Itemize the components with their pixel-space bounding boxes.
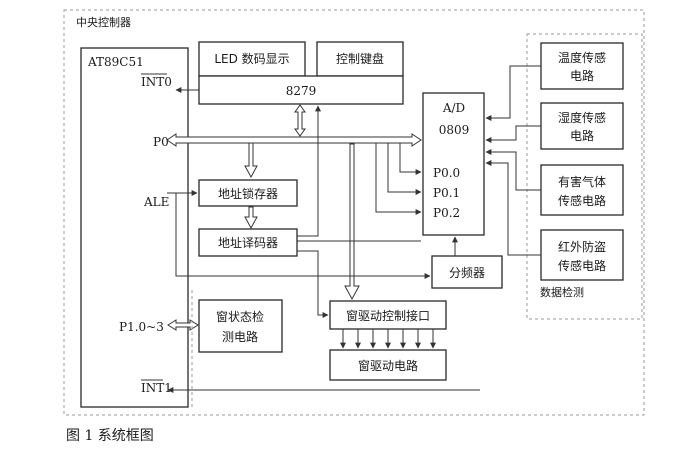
adc-model: 0809	[439, 123, 470, 137]
keyboard-block	[316, 41, 404, 77]
sensor-humidity-line1: 湿度传感	[558, 110, 606, 125]
window-drive-interface-block	[329, 300, 447, 330]
led-display-label: LED 数码显示	[214, 51, 289, 66]
mcu-name: AT89C51	[87, 55, 144, 69]
frequency-divider-label: 分频器	[449, 266, 485, 280]
p1-state-bus	[167, 319, 199, 331]
infrared-sensor-line	[485, 160, 541, 256]
sensor-infrared-block	[540, 229, 624, 281]
sensor-temperature-block	[540, 42, 624, 90]
temperature-sensor-line	[485, 65, 541, 121]
adc-p01-line	[387, 143, 422, 195]
bus-to-latch-arrow	[244, 142, 258, 179]
keyboard-label: 控制键盘	[336, 51, 384, 66]
address-decoder-label: 地址译码器	[218, 236, 278, 250]
sensor-infrared-line1: 红外防盗	[558, 239, 606, 254]
sensor-gas-line2: 传感电路	[558, 193, 606, 208]
bus-8279-link	[294, 104, 306, 137]
window-state-detect-block	[198, 299, 283, 353]
adc-title: A/D	[442, 101, 465, 115]
adc-p02-line	[375, 143, 422, 215]
pin-p0: P0	[153, 135, 169, 149]
data-detect-label: 数据检测	[540, 285, 584, 299]
pin-int1: INT1	[141, 381, 172, 395]
window-state-detect-line1: 窗状态检	[216, 309, 264, 324]
frequency-divider-block	[431, 255, 503, 289]
adc-block	[422, 92, 485, 236]
adc-p01: P0.1	[433, 186, 460, 200]
sensor-gas-block	[540, 164, 624, 216]
drive-signal-arrows	[340, 329, 436, 349]
window-drive-circuit-label: 窗驱动电路	[358, 358, 418, 373]
data-detect-frame	[526, 33, 643, 320]
central-controller-title: 中央控制器	[76, 15, 131, 29]
adc-p00: P0.0	[433, 166, 460, 180]
gas-sensor-line	[485, 149, 541, 191]
sensor-humidity-line2: 电路	[570, 128, 594, 143]
adc-p00-line	[399, 143, 422, 175]
figure-caption: 图 1 系统框图	[66, 428, 154, 444]
decoder-to-8279-line	[297, 105, 321, 237]
decoder-to-drive-line	[297, 250, 329, 318]
outer-dashed-frame	[63, 9, 645, 416]
chip-8279-label: 8279	[286, 84, 317, 98]
address-latch-block	[198, 179, 298, 207]
chip-8279-block	[198, 75, 404, 105]
window-drive-interface-label: 窗驱动控制接口	[346, 308, 430, 323]
pin-p1: P1.0~3	[119, 320, 164, 334]
mcu-block	[80, 47, 189, 408]
address-latch-label: 地址锁存器	[218, 186, 278, 201]
window-drive-circuit-block	[329, 349, 447, 381]
sensor-temperature-line2: 电路	[570, 68, 594, 83]
sensor-gas-line1: 有害气体	[558, 174, 606, 189]
ale-to-divider-line	[175, 193, 431, 279]
pin-int0: INT0	[141, 75, 172, 89]
window-state-detect-line2: 测电路	[222, 329, 258, 344]
latch-to-decoder-arrow	[244, 206, 258, 230]
address-decoder-block	[198, 228, 298, 257]
pin-ale: ALE	[143, 195, 169, 209]
p0-data-bus	[166, 133, 422, 147]
sensor-temperature-line1: 温度传感	[558, 50, 606, 65]
adc-p02: P0.2	[433, 206, 460, 220]
humidity-sensor-line	[485, 125, 541, 143]
sensor-infrared-line2: 传感电路	[558, 258, 606, 273]
led-display-block	[198, 41, 306, 77]
bus-to-drive-interface-arrow	[344, 143, 360, 301]
